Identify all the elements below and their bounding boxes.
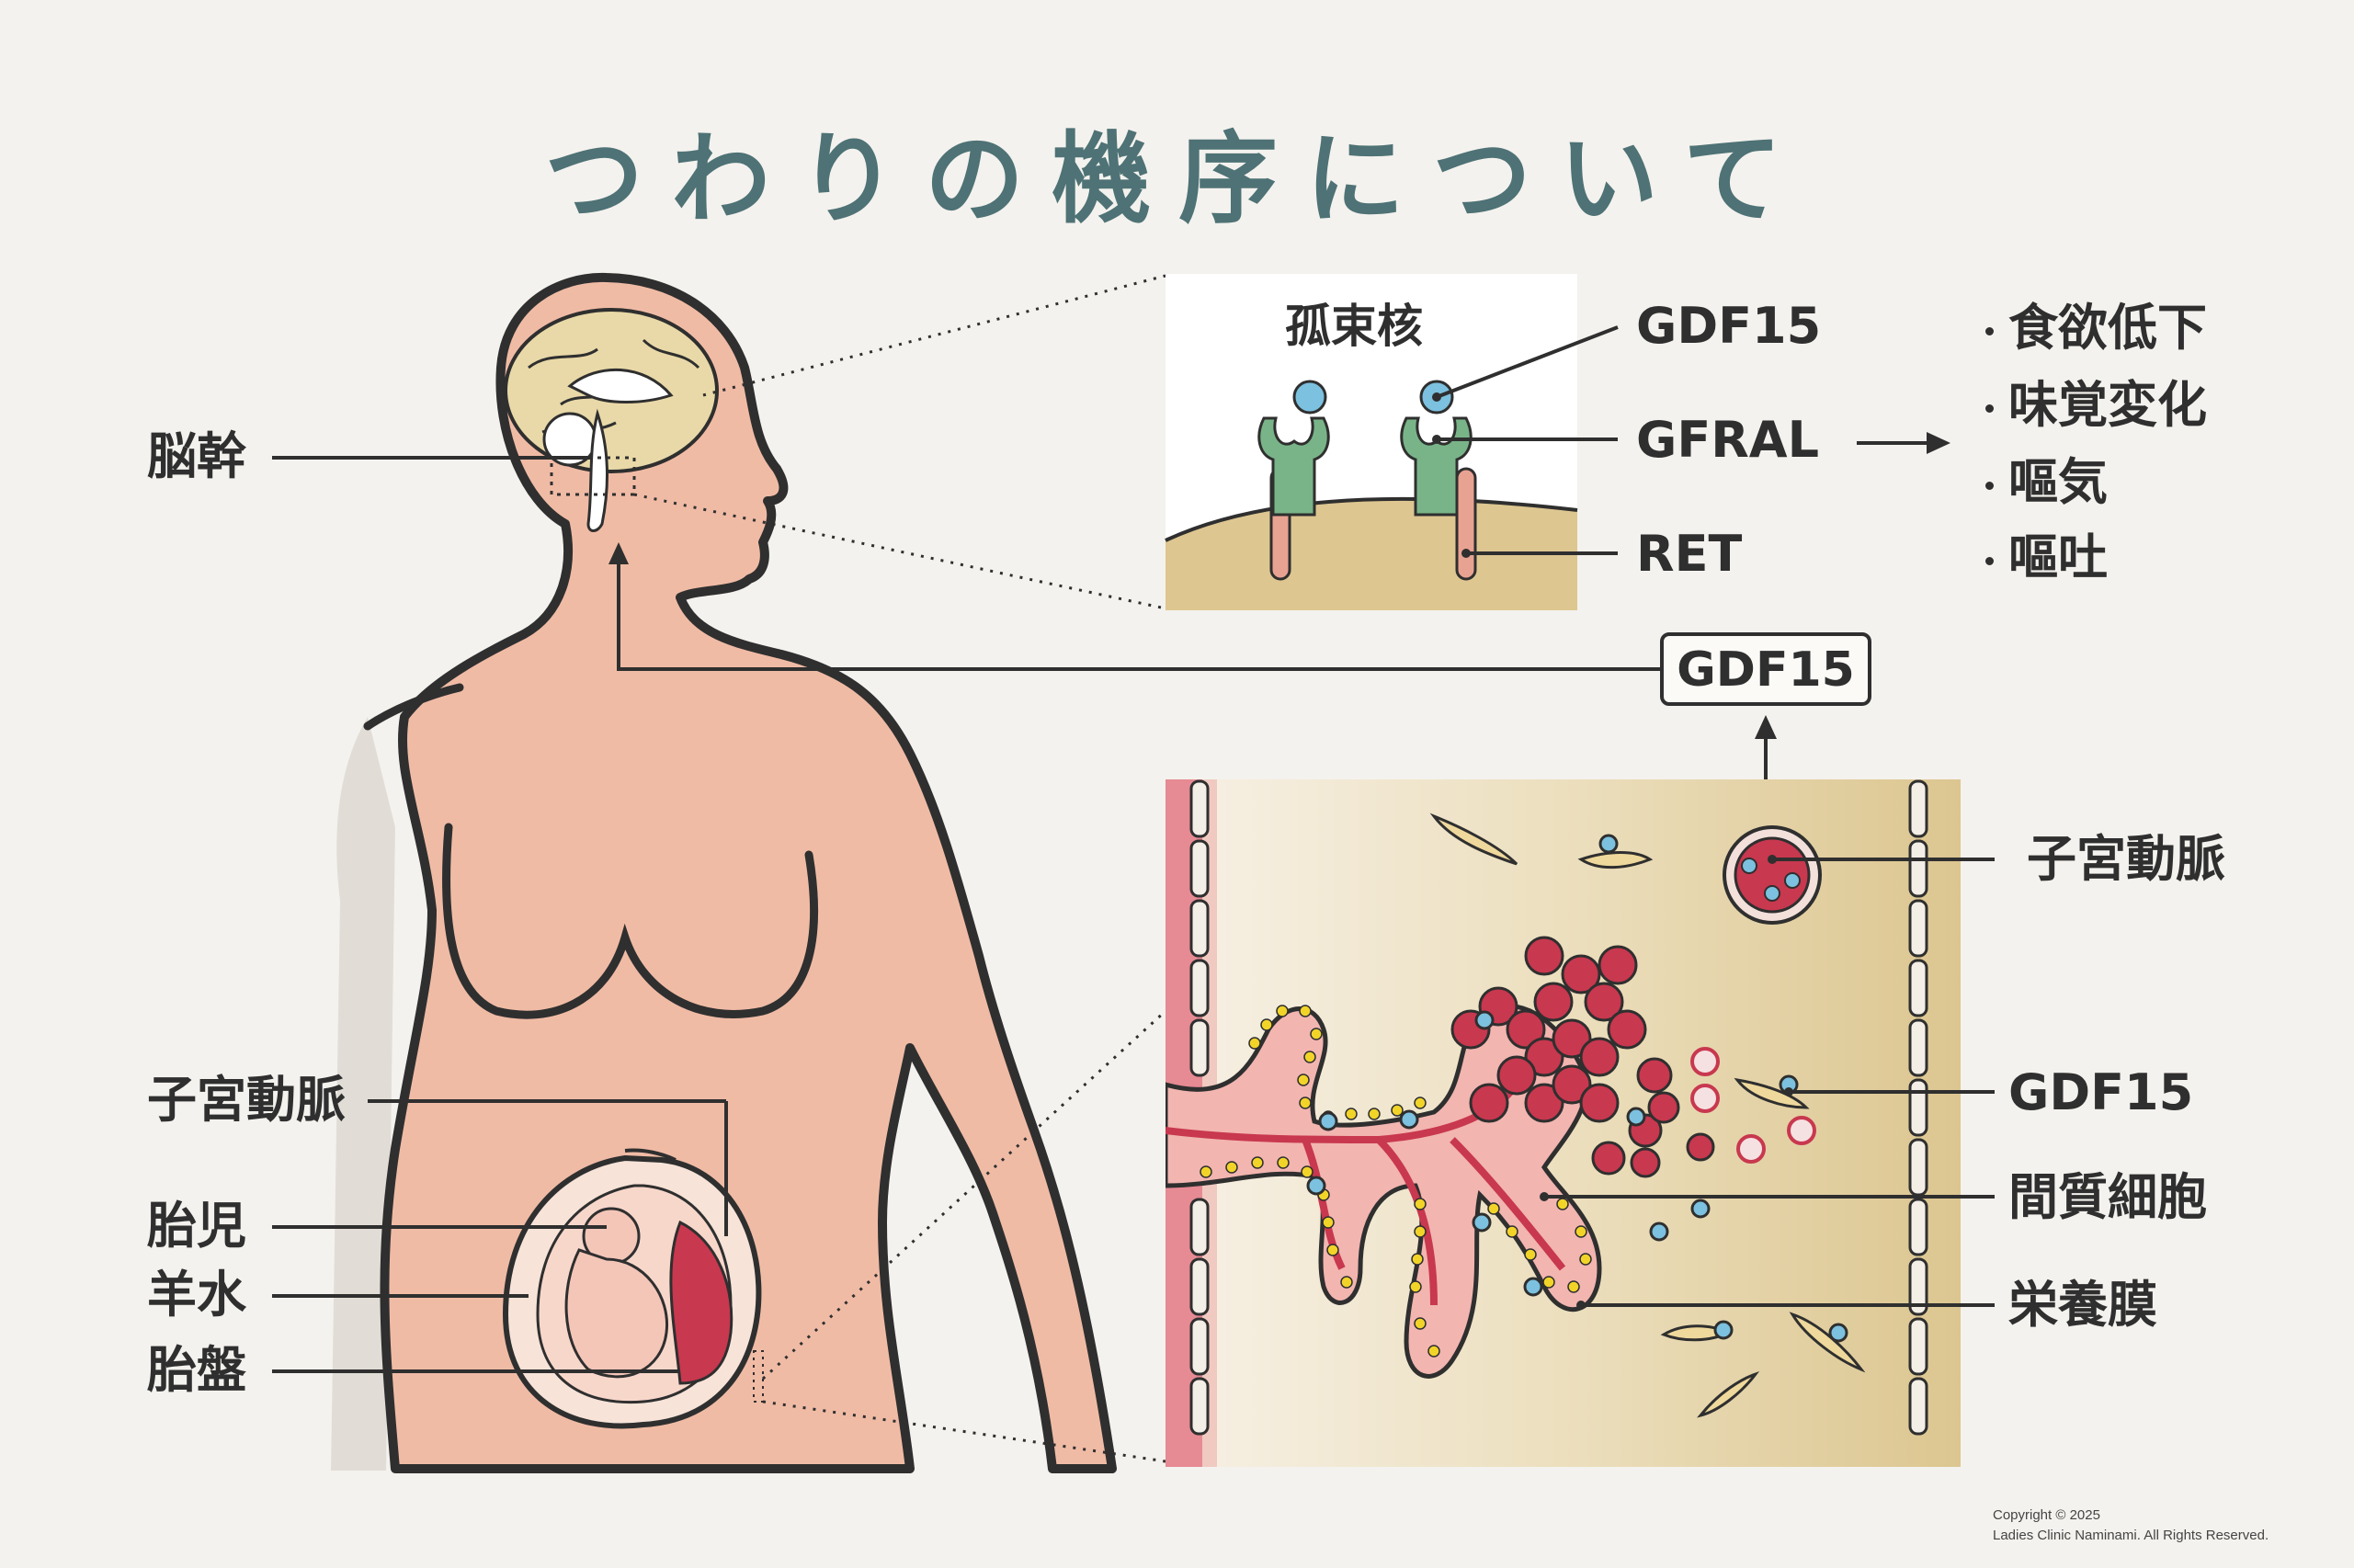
copyright-line-2: Ladies Clinic Naminami. All Rights Reser… xyxy=(1993,1527,2269,1543)
uterus-illustration xyxy=(502,1148,762,1429)
label-stromal-cells: 間質細胞 xyxy=(2008,1168,2207,1226)
label-amniotic-fluid: 羊水 xyxy=(147,1266,246,1324)
label-nucleus-tractus-solitarius: 孤束核 xyxy=(1285,300,1423,353)
effect-label: 嘔気 xyxy=(2008,453,2108,511)
label-gfral: GFRAL xyxy=(1636,411,1819,469)
label-gdf15-brain: GDF15 xyxy=(1636,297,1822,355)
effect-item: 嘔気 xyxy=(1985,458,2108,507)
page-title: つわりの機序について xyxy=(544,122,1810,237)
gdf15-box: GDF15 xyxy=(1660,632,1871,706)
effect-label: 味覚変化 xyxy=(2008,376,2207,434)
copyright-notice: Copyright © 2025 Ladies Clinic Naminami.… xyxy=(1993,1506,2269,1546)
effect-item: 嘔吐 xyxy=(1985,533,2108,583)
label-trophoblast: 栄養膜 xyxy=(2008,1276,2157,1334)
effect-item: 食欲低下 xyxy=(1985,303,2207,353)
brain-illustration xyxy=(504,308,719,532)
effect-label: 食欲低下 xyxy=(2008,299,2207,357)
effect-label: 嘔吐 xyxy=(2008,528,2108,586)
label-placenta: 胎盤 xyxy=(147,1341,246,1399)
copyright-line-1: Copyright © 2025 xyxy=(1993,1507,2100,1523)
label-uterine-artery-body: 子宮動脈 xyxy=(147,1071,346,1129)
label-uterine-artery-panel: 子宮動脈 xyxy=(2027,830,2225,888)
label-ret: RET xyxy=(1636,525,1743,583)
placenta-tissue-panel xyxy=(1166,779,1995,1467)
brain-receptor-panel xyxy=(1165,274,1619,610)
label-fetus: 胎児 xyxy=(147,1197,246,1255)
effect-item: 味覚変化 xyxy=(1985,381,2207,430)
label-brainstem: 脳幹 xyxy=(147,427,246,485)
body-figure xyxy=(331,272,1117,1473)
body-silhouette xyxy=(380,272,1117,1473)
label-gdf15-placenta: GDF15 xyxy=(2008,1063,2194,1121)
